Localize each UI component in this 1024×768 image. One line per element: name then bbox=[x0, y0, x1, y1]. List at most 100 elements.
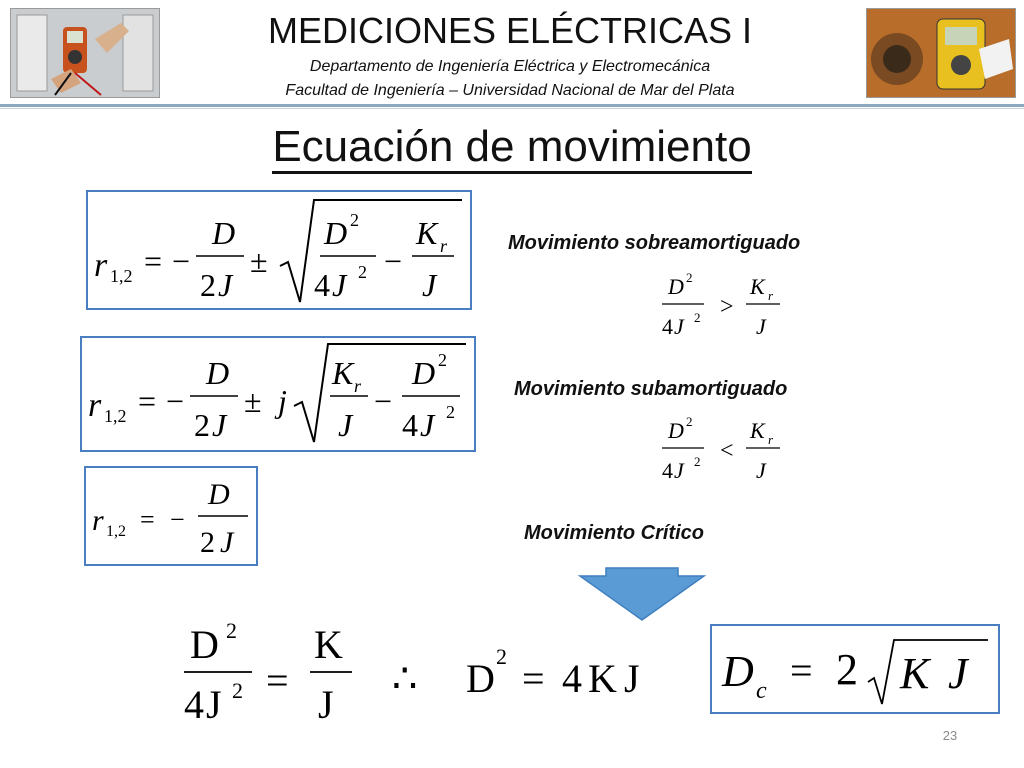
cond2-4: 4 bbox=[662, 458, 673, 483]
label-critical: Movimiento Crítico bbox=[524, 522, 705, 544]
eq3-minus: − bbox=[170, 505, 185, 534]
eq2-den-2: 2 bbox=[194, 407, 210, 443]
ther-dsup: 2 bbox=[496, 644, 507, 669]
cond1-dsup: 2 bbox=[686, 270, 693, 285]
equation-box-critical: r 1,2 = − D 2 J bbox=[84, 466, 258, 566]
eq2-rad-sup: 2 bbox=[438, 350, 447, 370]
therefore-symbol: ∴ bbox=[392, 656, 417, 701]
eq2-r: r bbox=[88, 387, 102, 424]
eq3-r: r bbox=[92, 504, 104, 537]
slide-title-text: Ecuación de movimiento bbox=[272, 122, 752, 174]
eq1-rad-ksub: r bbox=[440, 236, 448, 256]
cond1-j: J bbox=[674, 314, 685, 339]
eq2-rad-ksub: r bbox=[354, 376, 362, 396]
header-faculty: Facultad de Ingeniería – Universidad Nac… bbox=[285, 82, 735, 99]
label-underdamped: Movimiento subamortiguado bbox=[514, 378, 788, 400]
ther-k: K bbox=[588, 656, 617, 701]
eq2-rad-jden: J bbox=[338, 407, 354, 443]
dc-equals: = bbox=[790, 648, 813, 693]
cond1-gt: > bbox=[720, 294, 734, 320]
dc-k: K bbox=[899, 649, 932, 698]
cond1-jsup: 2 bbox=[694, 310, 701, 325]
dc-sub: c bbox=[756, 678, 767, 704]
cond1-4: 4 bbox=[662, 314, 673, 339]
header-photo-right bbox=[866, 8, 1016, 98]
dc-j: J bbox=[948, 649, 970, 698]
page-number: 23 bbox=[942, 728, 958, 743]
eq3-sub: 1,2 bbox=[106, 523, 126, 540]
eq1-minus: − bbox=[172, 243, 190, 279]
cond1-ksub: r bbox=[768, 288, 774, 303]
cond1-jden: J bbox=[756, 314, 767, 339]
eq1-rad-jden: J bbox=[422, 267, 438, 303]
header-rule-thin bbox=[0, 108, 1024, 109]
eq2-rad-j: J bbox=[420, 407, 436, 443]
eq2-j: j bbox=[274, 383, 287, 419]
eq1-den-j: J bbox=[218, 267, 234, 303]
eq2-rad-jsup: 2 bbox=[446, 402, 455, 422]
eq2-den-j: J bbox=[212, 407, 228, 443]
eq1-rad-sup: 2 bbox=[350, 210, 359, 230]
eq1-rad-4: 4 bbox=[314, 267, 330, 303]
critical-damping-box: D c = 2 K J bbox=[710, 624, 1000, 714]
crit-k: K bbox=[314, 622, 343, 667]
condition-underdamped: D 2 4 J 2 < K r J bbox=[654, 404, 794, 491]
therefore-equation: ∴ D 2 = 4 K J bbox=[392, 636, 672, 711]
crit-4: 4 bbox=[184, 682, 204, 727]
dc-d: D bbox=[721, 647, 754, 696]
dc-2: 2 bbox=[836, 645, 858, 694]
header-rule bbox=[0, 104, 1024, 107]
eq1-rad-d: D bbox=[323, 215, 347, 251]
cond2-dsup: 2 bbox=[686, 414, 693, 429]
crit-jden: J bbox=[318, 682, 334, 727]
eq1-pm: ± bbox=[250, 243, 268, 279]
ther-j: J bbox=[624, 656, 640, 701]
eq3-num-d: D bbox=[207, 478, 230, 511]
eq2-num-d: D bbox=[205, 355, 229, 391]
critical-condition-equation: D 2 4 J 2 = K J bbox=[176, 612, 376, 737]
eq1-num-d: D bbox=[211, 215, 235, 251]
ther-4: 4 bbox=[562, 656, 582, 701]
eq1-rad-minus: − bbox=[384, 243, 402, 279]
header-title: MEDICIONES ELÉCTRICAS I bbox=[267, 10, 753, 51]
cond1-k: K bbox=[749, 274, 766, 299]
condition-overdamped: D 2 4 J 2 > K r J bbox=[654, 262, 794, 349]
eq2-rad-k: K bbox=[331, 355, 355, 391]
cond2-j: J bbox=[674, 458, 685, 483]
cond2-k: K bbox=[749, 418, 766, 443]
eq1-equals: = bbox=[144, 243, 162, 279]
eq1-rad-jsup: 2 bbox=[358, 262, 367, 282]
eq3-den-j: J bbox=[220, 526, 235, 559]
eq1-sub: 1,2 bbox=[110, 266, 133, 286]
equation-box-overdamped: r 1,2 = − D 2 J ± D 2 4 J 2 − K r J bbox=[86, 190, 472, 310]
cond1-d: D bbox=[667, 274, 684, 299]
crit-equals: = bbox=[266, 658, 289, 703]
header-photo-left bbox=[10, 8, 160, 98]
crit-d: D bbox=[190, 622, 219, 667]
eq2-minus: − bbox=[166, 383, 184, 419]
eq1-rad-k: K bbox=[415, 215, 439, 251]
cond2-jden: J bbox=[756, 458, 767, 483]
eq1-r: r bbox=[94, 247, 108, 284]
eq2-pm: ± bbox=[244, 383, 262, 419]
ther-d: D bbox=[466, 656, 495, 701]
eq2-rad-4: 4 bbox=[402, 407, 418, 443]
cond2-ksub: r bbox=[768, 432, 774, 447]
crit-j: J bbox=[206, 682, 222, 727]
header-department: Departamento de Ingeniería Eléctrica y E… bbox=[309, 58, 711, 75]
cond2-d: D bbox=[667, 418, 684, 443]
cond2-jsup: 2 bbox=[694, 454, 701, 469]
label-overdamped: Movimiento sobreamortiguado bbox=[508, 232, 801, 254]
ther-equals: = bbox=[522, 656, 545, 701]
eq3-equals: = bbox=[140, 505, 155, 534]
down-arrow-icon bbox=[577, 566, 707, 627]
eq2-sub: 1,2 bbox=[104, 406, 127, 426]
equation-box-underdamped: r 1,2 = − D 2 J ± j K r J − D 2 4 J 2 bbox=[80, 336, 476, 452]
crit-dsup: 2 bbox=[226, 618, 237, 643]
eq1-den-2: 2 bbox=[200, 267, 216, 303]
cond2-lt: < bbox=[720, 438, 734, 464]
crit-jsup: 2 bbox=[232, 678, 243, 703]
eq3-den-2: 2 bbox=[200, 526, 215, 559]
slide-title: Ecuación de movimiento bbox=[0, 122, 1024, 174]
eq2-rad-minus: − bbox=[374, 383, 392, 419]
